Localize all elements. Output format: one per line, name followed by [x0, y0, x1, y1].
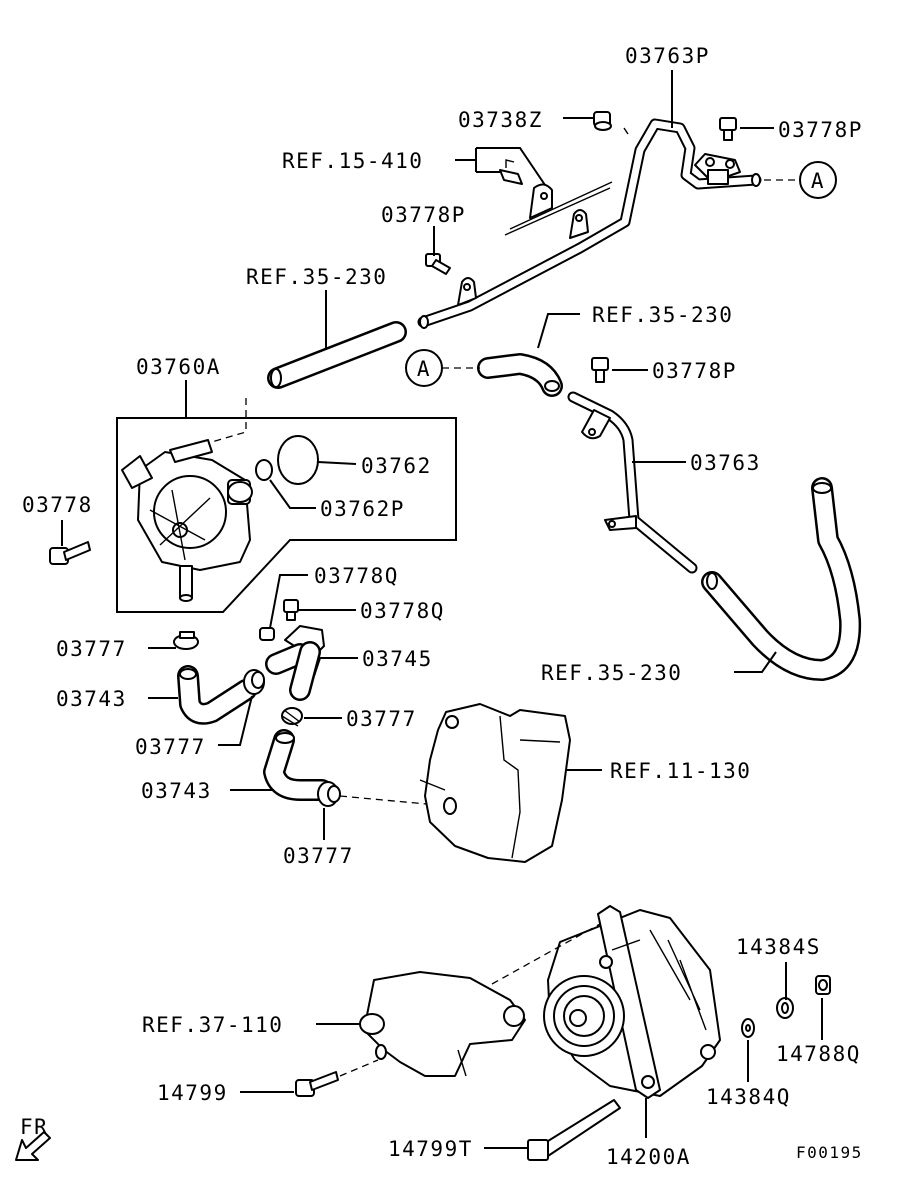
label-ref-11-130: REF.11-130: [610, 759, 751, 783]
label-03777-b: 03777: [135, 735, 206, 759]
bolt-03778p-mid: [425, 253, 451, 275]
clamp-03777-b: [243, 669, 265, 695]
label-03743-a: 03743: [56, 687, 127, 711]
o-ring-03762p: [255, 459, 273, 481]
washer-14384q: [741, 1018, 755, 1038]
label-ref-35-230-a: REF.35-230: [246, 265, 387, 289]
vacuum-pipe-03763p: [417, 118, 762, 329]
bolt-03778p-right: [591, 357, 609, 383]
clamp-03777-d: [317, 781, 341, 807]
label-ref-35-230-b: REF.35-230: [592, 303, 733, 327]
bracket-ref-15-410: [499, 159, 613, 236]
bolt-14799t: [527, 1099, 621, 1161]
bolt-03778: [49, 541, 91, 565]
label-03778: 03778: [22, 493, 93, 517]
clamp-03777-a: [173, 631, 199, 650]
engine-ref-11-130: [419, 703, 571, 863]
fitting-03745: [265, 625, 325, 701]
label-03778p-mid: 03778P: [381, 203, 466, 227]
figure-code: F00195: [796, 1143, 863, 1162]
label-ref-37-110: REF.37-110: [142, 1013, 283, 1037]
label-03763p: 03763P: [625, 44, 710, 68]
label-03762p: 03762P: [320, 497, 405, 521]
hose-ref-35-230-upper: [267, 321, 407, 389]
label-14384q: 14384Q: [706, 1085, 791, 1109]
spring-washer-14384s: [776, 997, 794, 1019]
connector-a-middle: A: [405, 349, 480, 387]
leader-alternator: [491, 923, 601, 985]
bolt-03778q-b: [283, 599, 299, 621]
label-ref-15-410: REF.15-410: [282, 149, 423, 173]
hose-03743-upper: [177, 665, 257, 725]
bolt-14799: [295, 1059, 379, 1097]
label-03763: 03763: [690, 451, 761, 475]
label-03745: 03745: [362, 647, 433, 671]
alternator-14200a: [543, 905, 721, 1099]
label-14799: 14799: [157, 1081, 228, 1105]
nipple-03738z: [593, 111, 612, 131]
hose-ref-35-230-middle: [477, 353, 563, 397]
label-ref-35-230-c: REF.35-230: [541, 661, 682, 685]
bolt-03778q-a: [259, 627, 275, 641]
label-03738z: 03738Z: [458, 108, 543, 132]
label-14799t: 14799T: [388, 1137, 473, 1161]
bolt-03778p-top: [719, 117, 737, 141]
label-14788q: 14788Q: [776, 1042, 861, 1066]
leader-lines: [61, 70, 823, 1149]
label-03760a: 03760A: [136, 355, 221, 379]
clamp-03777-c: [281, 707, 303, 727]
label-03778q-b: 03778Q: [360, 599, 445, 623]
front-direction-arrow-icon: [15, 1131, 51, 1161]
label-03778p-right: 03778P: [652, 359, 737, 383]
label-03777-d: 03777: [283, 844, 354, 868]
o-ring-03762: [277, 435, 319, 485]
hose-ref-35-230-right: [701, 477, 862, 681]
hose-03743-lower: [263, 729, 333, 801]
label-14384s: 14384S: [736, 935, 821, 959]
label-03777-c: 03777: [346, 707, 417, 731]
connector-a-top: A: [764, 161, 837, 199]
vacuum-pump-box-03760a: [116, 398, 457, 613]
vacuum-pipe-03763: [567, 391, 698, 574]
label-03778p-top: 03778P: [778, 118, 863, 142]
label-fr: FR: [20, 1115, 48, 1139]
label-14200a: 14200A: [606, 1145, 691, 1169]
label-03777-a: 03777: [56, 637, 127, 661]
vacuum-pump-03760a: [121, 439, 253, 602]
label-03762: 03762: [361, 454, 432, 478]
label-03778q-a: 03778Q: [314, 564, 399, 588]
bracket-ref-37-110: [359, 971, 526, 1077]
nut-14788q: [815, 975, 831, 995]
label-03743-b: 03743: [141, 779, 212, 803]
svg-text:A: A: [417, 357, 431, 381]
svg-text:A: A: [811, 169, 825, 193]
